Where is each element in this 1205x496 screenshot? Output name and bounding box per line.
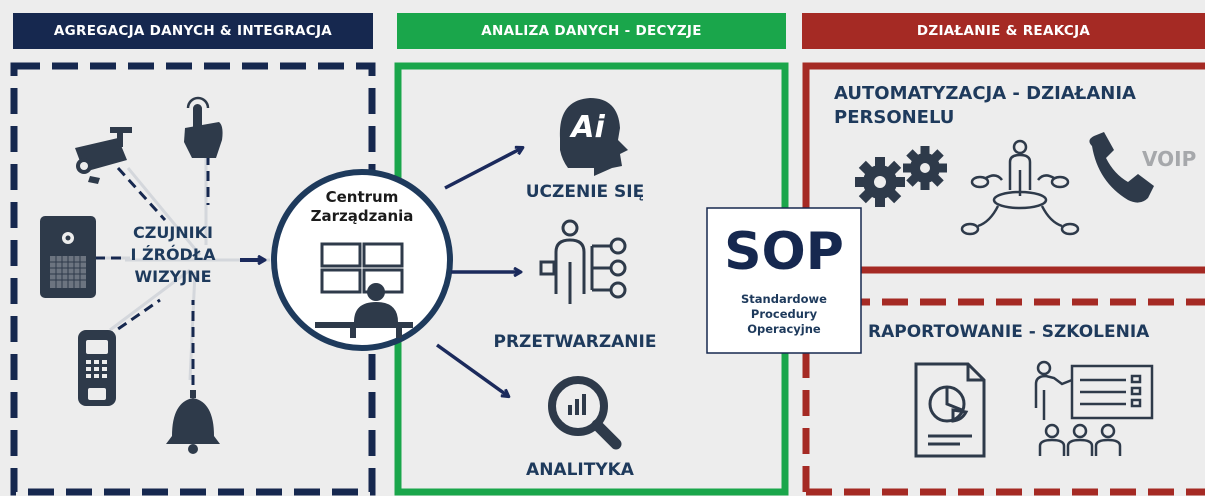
phone-icon — [1089, 132, 1154, 203]
automation-label: AUTOMATYZACJA - DZIAŁANIA PERSONELU — [834, 82, 1204, 130]
training-presentation-icon — [1034, 360, 1154, 456]
touch-hand-icon — [184, 96, 223, 158]
analytics-label: ANALITYKA — [526, 460, 634, 480]
processing-label: PRZETWARZANIE — [493, 332, 657, 352]
operator-icon — [315, 283, 413, 338]
analytics-magnifier-icon — [548, 376, 622, 450]
process-person-icon — [539, 219, 627, 304]
sop-line1: Standardowe — [741, 292, 827, 306]
network-person-icon — [960, 139, 1080, 236]
report-document-icon — [914, 362, 986, 458]
automation-line2: PERSONELU — [834, 107, 955, 128]
reporting-label: RAPORTOWANIE - SZKOLENIA — [868, 322, 1150, 342]
sop-title: SOP — [724, 222, 844, 282]
header-action: DZIAŁANIE & REAKCJA — [802, 13, 1205, 49]
ai-head-icon — [559, 98, 628, 176]
bell-icon — [166, 390, 220, 454]
voip-label: VOIP — [1142, 147, 1197, 171]
header-analysis: ANALIZA DANYCH - DECYZJE — [397, 13, 786, 49]
card-reader-icon — [78, 330, 116, 406]
header-aggregation: AGREGACJA DANYCH & INTEGRACJA — [13, 13, 373, 49]
learning-label: UCZENIE SIĘ — [525, 182, 645, 202]
sop-line2: Procedury — [750, 307, 818, 321]
sop-line3: Operacyjne — [747, 322, 821, 336]
arrow-to-learning — [444, 148, 522, 190]
sop-box — [706, 207, 862, 354]
sensors-label-line3: WIZYJNE — [134, 267, 212, 286]
intercom-panel-icon — [40, 216, 96, 298]
center-label-line1: Centrum — [325, 188, 399, 206]
arrow-to-analytics — [435, 343, 508, 396]
sensors-label: CZUJNIKI I ŹRÓDŁA WIZYJNE — [118, 222, 228, 288]
center-label-line2: Zarządzania — [310, 207, 414, 225]
sensor-dashed-connectors — [95, 155, 210, 385]
ai-badge: Ai — [571, 110, 605, 145]
center-circle — [271, 169, 453, 351]
sensors-label-line2: I ŹRÓDŁA — [130, 245, 216, 264]
center-label: Centrum Zarządzania — [292, 188, 432, 226]
sensors-label-line1: CZUJNIKI — [133, 223, 213, 242]
automation-line1: AUTOMATYZACJA - DZIAŁANIA — [834, 83, 1136, 104]
sop-subtitle: Standardowe Procedury Operacyjne — [708, 292, 860, 337]
gears-icon — [855, 146, 947, 207]
cctv-camera-icon — [75, 127, 132, 184]
